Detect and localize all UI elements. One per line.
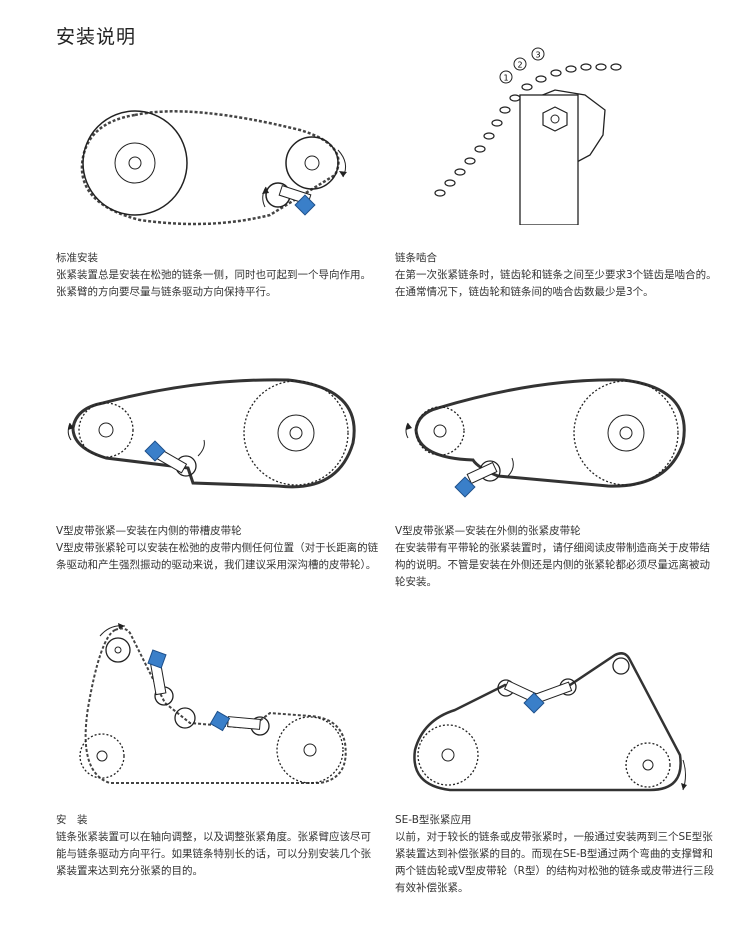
- caption-multi-tensioner: 安 装 链条张紧装置可以在轴向调整，以及调整张紧角度。张紧臂应该尽可能与链条驱动…: [56, 812, 381, 880]
- section-heading: SE-B型张紧应用: [395, 814, 472, 826]
- marker-label: 2: [517, 61, 522, 70]
- section-text: 以前，对于较长的链条或皮带张紧时，一般通过安装两到三个SE型张紧装置达到补偿张紧…: [395, 831, 714, 894]
- marker-label: 1: [503, 74, 508, 83]
- figure-vbelt-inside: [58, 368, 378, 498]
- section-text: V型皮带张紧轮可以安装在松弛的皮带内侧任何位置（对于长距离的链条驱动和产生强烈振…: [56, 542, 379, 571]
- caption-seb-application: SE-B型张紧应用 以前，对于较长的链条或皮带张紧时，一般通过安装两到三个SE型…: [395, 812, 720, 897]
- section-heading: V型皮带张紧—安装在内侧的带槽皮带轮: [56, 525, 242, 537]
- figure-standard-installation: [60, 95, 360, 230]
- caption-standard-installation: 标准安装 张紧装置总是安装在松弛的链条一侧，同时也可起到一个导向作用。张紧臂的方…: [56, 250, 381, 301]
- section-heading: V型皮带张紧—安装在外侧的张紧皮带轮: [395, 525, 581, 537]
- figure-vbelt-outside: [398, 368, 698, 498]
- caption-chain-engagement: 链条啮合 在第一次张紧链条时，链齿轮和链条之间至少要求3个链齿是啮合的。在通常情…: [395, 250, 720, 301]
- section-text: 在第一次张紧链条时，链齿轮和链条之间至少要求3个链齿是啮合的。在通常情况下，链齿…: [395, 269, 717, 298]
- figure-seb-application: [405, 640, 695, 800]
- section-heading: 标准安装: [56, 252, 98, 264]
- caption-vbelt-outside: V型皮带张紧—安装在外侧的张紧皮带轮 在安装带有平带轮的张紧装置时，请仔细阅读皮…: [395, 523, 720, 591]
- section-text: 链条张紧装置可以在轴向调整，以及调整张紧角度。张紧臂应该尽可能与链条驱动方向平行…: [56, 831, 371, 877]
- figure-multi-tensioner: [70, 618, 360, 798]
- marker-label: 3: [535, 51, 540, 60]
- section-heading: 链条啮合: [395, 252, 437, 264]
- caption-vbelt-inside: V型皮带张紧—安装在内侧的带槽皮带轮 V型皮带张紧轮可以安装在松弛的皮带内侧任何…: [56, 523, 381, 574]
- section-heading: 安 装: [56, 814, 88, 826]
- section-text: 在安装带有平带轮的张紧装置时，请仔细阅读皮带制造商关于皮带结构的说明。不管是安装…: [395, 542, 710, 588]
- section-text: 张紧装置总是安装在松弛的链条一侧，同时也可起到一个导向作用。张紧臂的方向要尽量与…: [56, 269, 371, 298]
- figure-chain-engagement: 1 2 3: [425, 45, 645, 225]
- page-title: 安装说明: [56, 26, 137, 48]
